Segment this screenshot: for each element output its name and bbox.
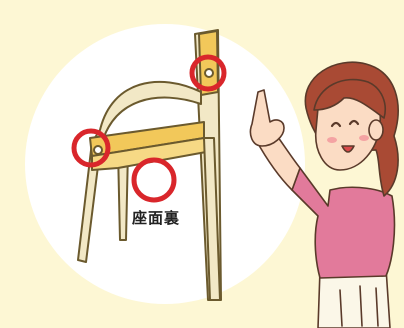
woman-eye-left bbox=[330, 121, 342, 128]
chair-back-panel bbox=[198, 30, 219, 96]
woman-bangs bbox=[313, 78, 386, 119]
highlight-circle-back bbox=[189, 54, 227, 92]
woman-blush-right bbox=[359, 135, 369, 141]
seat-underside-caption: 座面裏 bbox=[132, 209, 181, 227]
chair-illustration bbox=[77, 29, 222, 301]
woman-pointing-illustration bbox=[249, 61, 399, 328]
highlight-circle-frame bbox=[71, 128, 111, 168]
chair-curved-frame bbox=[77, 80, 202, 263]
screw-icon bbox=[204, 68, 214, 78]
woman-mouth bbox=[341, 145, 355, 153]
screw-icon bbox=[93, 145, 103, 155]
woman-ear bbox=[368, 119, 384, 141]
chair-front-leg bbox=[203, 137, 221, 301]
highlight-markers bbox=[71, 54, 227, 203]
woman-pants-folds bbox=[339, 285, 379, 327]
woman-blush-left bbox=[327, 137, 337, 143]
woman-pointing-hand bbox=[249, 89, 285, 147]
woman-eye-right bbox=[348, 119, 360, 126]
woman-shirt bbox=[291, 167, 396, 279]
highlight-circle-seat bbox=[131, 157, 177, 203]
